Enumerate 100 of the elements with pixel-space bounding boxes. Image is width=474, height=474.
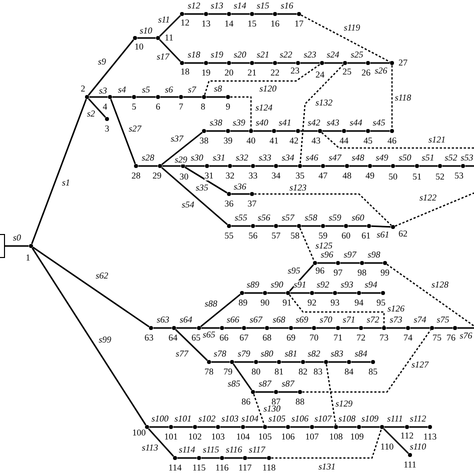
dashed-line [253,394,265,426]
edge-label: s23 [304,50,316,60]
node-number: 78 [204,368,214,376]
node-number: 69 [286,334,296,342]
edge-label: s72 [366,316,380,324]
node-number: 11 [164,34,174,42]
node-dot [334,424,338,430]
node-number: 20 [224,68,234,78]
node-dot [460,164,466,168]
edge-label: s31 [212,154,226,162]
node-dot [132,36,138,40]
solid-line [290,426,310,428]
edge-label: s18 [188,50,200,60]
node-dot [300,360,306,364]
node-dot [180,60,184,66]
node-number: 33 [248,172,258,180]
node-number: 85 [368,368,378,376]
solid-line [31,98,87,244]
node-dot [172,326,176,330]
solid-line [254,13,273,15]
dashed-line [394,192,474,227]
node-dot [172,456,178,460]
node-number: 40 [246,136,256,146]
edge-label: s62 [96,272,108,280]
node-number: 72 [356,334,366,342]
node-number: 2 [80,84,86,94]
edge-label: s29 [174,156,188,164]
node-dot [428,424,432,430]
node-number: 83 [314,368,322,376]
node-dot [254,360,258,364]
node-number: 100 [132,428,146,438]
edge-label: s4 [118,86,126,94]
node-dot [206,360,212,364]
node-number: 91 [282,298,292,308]
solid-line [328,361,347,363]
edge-label: s126 [388,304,404,314]
edge-label: s8 [214,84,222,94]
edge-label: s55 [234,214,248,222]
edge-label: s95 [288,266,300,276]
solid-line [267,292,286,294]
node-dot [274,164,278,168]
node-number: 43 [312,136,320,146]
node-dot [250,164,256,168]
node-dot [288,326,294,330]
node-number: 102 [188,432,202,442]
edge-label: s106 [292,414,308,424]
node-dot [342,60,348,66]
node-number: 74 [404,334,412,342]
edge-label: s57 [282,214,294,222]
node-number: 105 [258,432,272,442]
edge-label: s96 [320,250,334,260]
node-dot [380,424,384,430]
solid-line [88,98,106,118]
node-dot [320,224,326,228]
node-dot [272,12,278,16]
node-number: 16 [270,20,280,28]
edge-label: s127 [412,360,428,370]
edge-label: s41 [278,118,292,128]
node-number: 23 [290,66,300,76]
solid-line [244,292,263,294]
node-dot [226,128,230,134]
node-dot [272,60,278,66]
edge-label: s35 [196,184,208,192]
node-dot [380,290,386,296]
edge-label: s65 [202,330,216,340]
node-dot [180,12,184,16]
node-number: 116 [215,464,229,472]
edge-label: s109 [362,414,378,424]
edge-label: s32 [236,154,248,162]
solid-line [347,62,366,64]
solid-line [384,426,405,428]
edge-label: s63 [156,316,170,324]
solid-line [177,457,197,459]
solid-line [247,457,267,459]
solid-line [160,96,179,98]
node-number: 106 [281,432,295,442]
node-dot [204,12,208,16]
node-number: 68 [262,334,272,342]
node-dot [266,456,272,460]
edge-label: s78 [214,350,226,358]
solid-line [245,426,263,428]
node-dot [228,164,232,168]
node-number: 90 [260,298,270,308]
node-dot [320,164,326,168]
edge-label: s49 [376,154,388,162]
node-dot [366,224,372,228]
edge-label: s112 [410,414,426,424]
node-number: 79 [224,368,232,376]
edge-label: s118 [394,94,412,102]
edge-label: s116 [226,446,242,454]
node-number: 117 [238,464,252,472]
edge-label: s77 [176,350,188,358]
node-number: 115 [192,464,206,472]
solid-line [337,292,357,294]
node-dot [296,224,302,228]
solid-line [278,165,298,167]
node-number: 45 [364,136,372,146]
node-number: 32 [226,172,234,180]
node-dot [344,164,350,168]
solid-line [255,165,274,167]
